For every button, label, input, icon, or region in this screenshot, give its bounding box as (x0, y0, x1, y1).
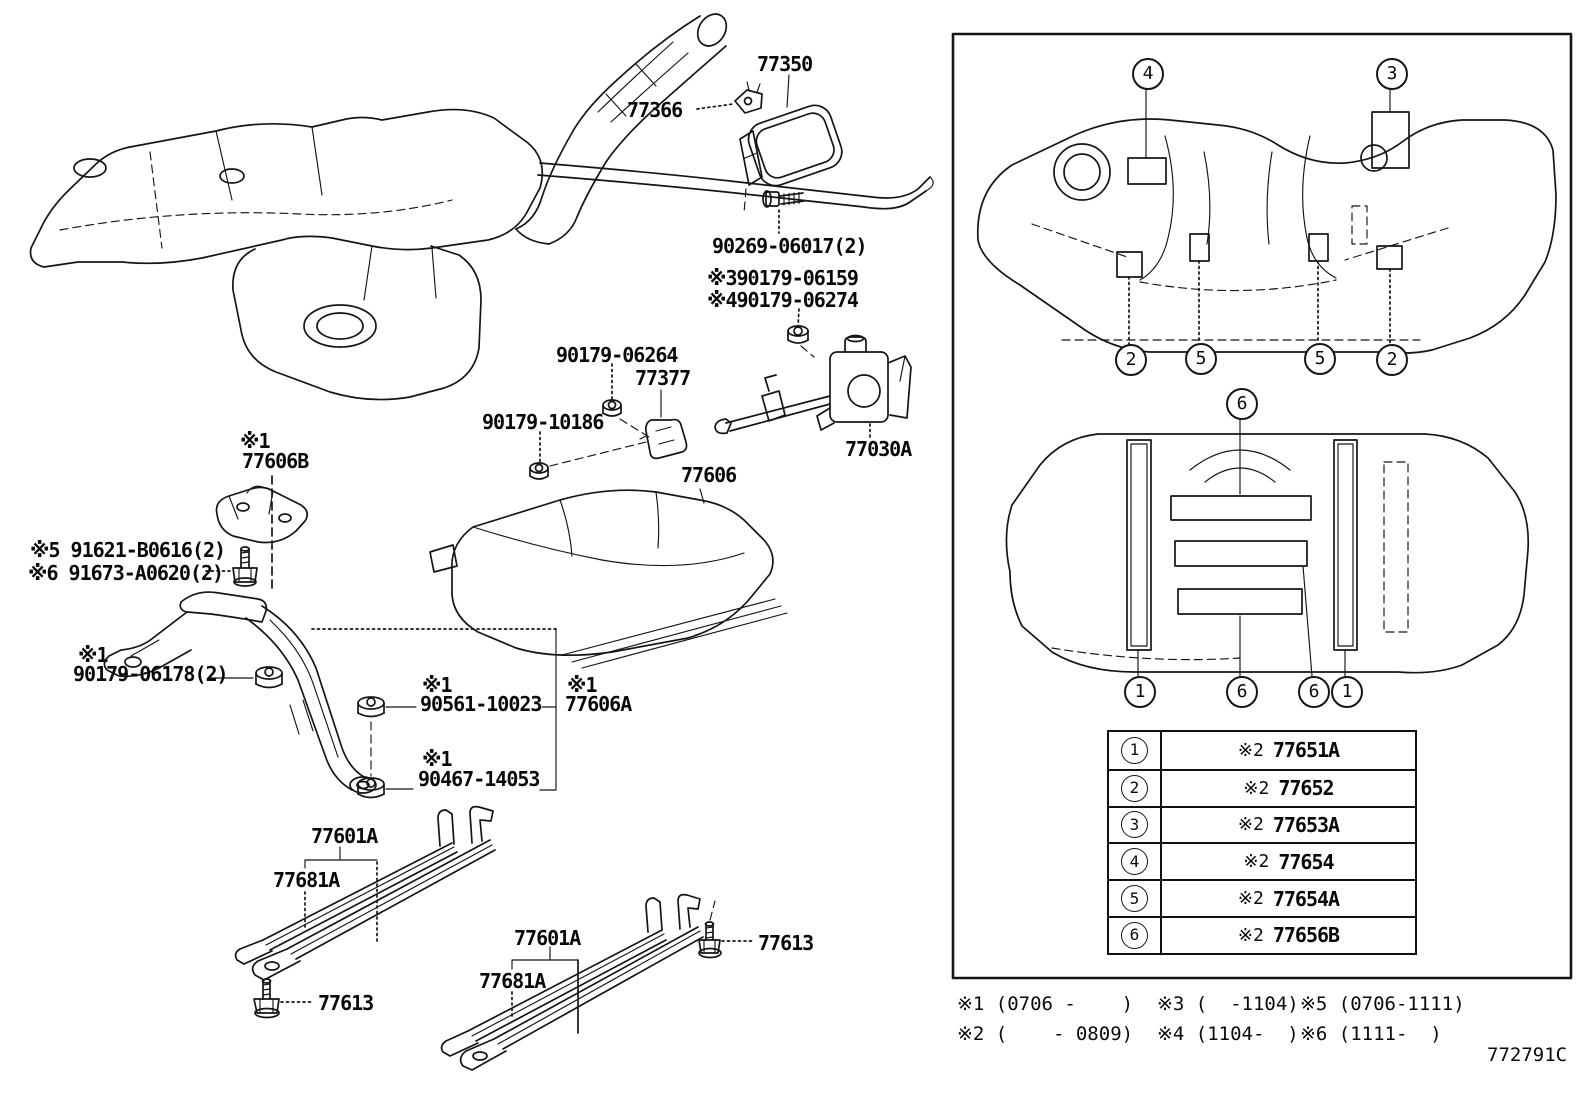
row-qualifier: ※2 (1237, 814, 1264, 836)
qualifier-mark-3: ※1 (422, 673, 453, 697)
part-label-77606b: 77606B (242, 449, 309, 473)
row-part-number: 77653A (1272, 812, 1340, 837)
part-label-90179-06178: 90179-06178(2) (73, 662, 229, 686)
part-label-77613-2: 77613 (758, 931, 814, 955)
part-label-77366: 77366 (627, 98, 683, 122)
protector-drawing (429, 488, 788, 669)
row-callout: 5 (1121, 885, 1148, 913)
qualifier-mark-1: ※1 (240, 429, 271, 453)
row-part-number: 77652 (1278, 776, 1334, 801)
callout-6b: 6 (1298, 676, 1330, 708)
clamp-drawing (696, 81, 763, 114)
detail-panel-border (951, 32, 1573, 980)
row-callout: 3 (1121, 811, 1148, 839)
table-row: 3 ※2 77653A (1109, 805, 1415, 843)
row-qualifier: ※2 (1237, 739, 1264, 761)
filler-pipe-drawing (515, 13, 728, 245)
fuel-door-drawing (739, 74, 843, 214)
cable-clamp-drawing (639, 389, 688, 460)
part-label-91673-a0620: ※6 91673-A0620(2) (28, 561, 224, 585)
part-label-77601a-2: 77601A (514, 926, 581, 950)
row-qualifier: ※2 (1237, 888, 1264, 910)
legend-note-4: ※4 (1104- ) (1157, 1023, 1299, 1045)
callout-1a: 1 (1124, 676, 1156, 708)
callout-3: 3 (1376, 58, 1408, 90)
part-label-77681a-2: 77681A (479, 969, 546, 993)
row-part-number: 77656B (1272, 923, 1340, 948)
part-label-77030a: 77030A (845, 437, 912, 461)
table-row: 1 ※2 77651A (1109, 732, 1415, 769)
table-row: 5 ※2 77654A (1109, 879, 1415, 916)
legend-note-1: ※1 (0706 - ) (957, 993, 1134, 1015)
part-label-90179-06264: 90179-06264 (556, 343, 678, 367)
table-row: 4 ※2 77654 (1109, 842, 1415, 880)
pad-location-top-view (976, 85, 1557, 354)
part-label-77606a: 77606A (565, 692, 632, 716)
nut-drawing-06264 (602, 363, 650, 438)
callout-5b: 5 (1304, 343, 1336, 375)
row-callout: 2 (1121, 774, 1148, 802)
row-part-number: 77654A (1272, 886, 1340, 911)
legend-note-6: ※6 (1111- ) (1300, 1023, 1442, 1045)
part-label-90467-14053: 90467-14053 (418, 767, 540, 791)
part-label-91621-b0616: ※5 91621-B0616(2) (30, 538, 226, 562)
part-label-77613-1: 77613 (318, 991, 374, 1015)
callout-6-top: 6 (1226, 388, 1258, 420)
part-label-77350: 77350 (757, 52, 813, 76)
fuel-lid-lock-drawing (714, 334, 912, 438)
row-qualifier: ※2 (1243, 777, 1270, 799)
part-label-90179-06159: ※390179-06159 (707, 266, 859, 290)
support-bracket-drawing (103, 591, 557, 799)
row-qualifier: ※2 (1243, 851, 1270, 873)
part-label-77377: 77377 (635, 366, 691, 390)
legend-note-5: ※5 (0706-1111) (1300, 993, 1465, 1015)
bracket-drawing-77606b (205, 475, 309, 593)
qualifier-mark-5: ※1 (422, 747, 453, 771)
legend-note-3: ※3 ( -1104) (1157, 993, 1299, 1015)
callout-6a: 6 (1226, 676, 1258, 708)
callout-2b: 2 (1376, 344, 1408, 376)
qualifier-mark-2: ※1 (78, 643, 109, 667)
row-callout: 4 (1121, 848, 1148, 876)
part-label-90179-10186: 90179-10186 (482, 410, 604, 434)
table-row: 6 ※2 77656B (1109, 915, 1415, 953)
part-label-90269-06017: 90269-06017(2) (712, 234, 868, 258)
callout-5a: 5 (1185, 343, 1217, 375)
row-qualifier: ※2 (1237, 924, 1264, 946)
callout-1b: 1 (1331, 676, 1363, 708)
callout-4: 4 (1132, 58, 1164, 90)
qualifier-mark-4: ※1 (567, 673, 598, 697)
tank-band-set-1 (234, 805, 496, 1019)
screw-drawing (762, 190, 805, 234)
part-label-77681a-1: 77681A (273, 868, 340, 892)
part-label-90179-06274: ※490179-06274 (707, 288, 859, 312)
legend-note-2: ※2 ( - 0809) (957, 1023, 1134, 1045)
callout-2a: 2 (1115, 344, 1147, 376)
row-part-number: 77651A (1272, 738, 1340, 763)
part-label-77606: 77606 (681, 463, 737, 487)
part-label-77601a-1: 77601A (311, 824, 378, 848)
nut-drawing-upper (787, 308, 815, 358)
tank-band-set-2 (440, 893, 756, 1071)
row-part-number: 77654 (1278, 849, 1334, 874)
part-label-90561-10023: 90561-10023 (420, 692, 542, 716)
row-callout: 1 (1121, 736, 1148, 764)
row-callout: 6 (1121, 921, 1148, 949)
pad-location-bottom-view (1005, 415, 1530, 677)
nut-drawing-10186 (529, 431, 647, 480)
drawing-code: 772791C (1487, 1044, 1568, 1066)
table-row: 2 ※2 77652 (1109, 768, 1415, 806)
